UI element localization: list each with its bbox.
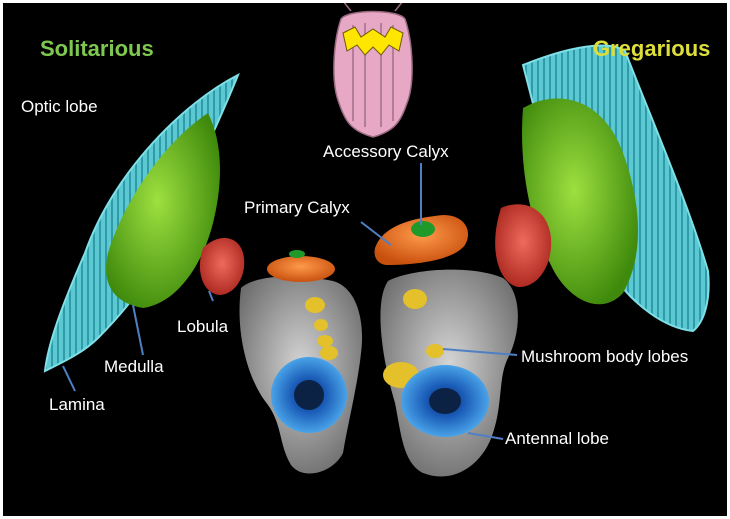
label-accessory-calyx: Accessory Calyx bbox=[323, 143, 449, 160]
label-lobula: Lobula bbox=[177, 318, 228, 335]
label-antennal-lobe: Antennal lobe bbox=[505, 430, 609, 447]
label-medulla: Medulla bbox=[104, 358, 164, 375]
left-accessory-calyx bbox=[289, 250, 305, 258]
locust-head-icon bbox=[334, 3, 412, 137]
left-lobula bbox=[200, 238, 244, 295]
right-optic-lobe bbox=[495, 46, 708, 331]
label-mushroom-body-lobes: Mushroom body lobes bbox=[521, 348, 688, 365]
heading-gregarious: Gregarious bbox=[593, 38, 710, 60]
brain-illustration bbox=[3, 3, 727, 516]
brain-comparison-panel: Solitarious Gregarious Optic lobe Access… bbox=[3, 3, 727, 516]
heading-solitarious: Solitarious bbox=[40, 38, 154, 60]
right-lobula bbox=[495, 204, 551, 287]
label-optic-lobe: Optic lobe bbox=[21, 98, 98, 115]
left-primary-calyx bbox=[267, 256, 335, 282]
right-accessory-calyx bbox=[411, 221, 435, 237]
label-lamina: Lamina bbox=[49, 396, 105, 413]
left-central-brain bbox=[240, 250, 363, 474]
label-primary-calyx: Primary Calyx bbox=[244, 199, 350, 216]
